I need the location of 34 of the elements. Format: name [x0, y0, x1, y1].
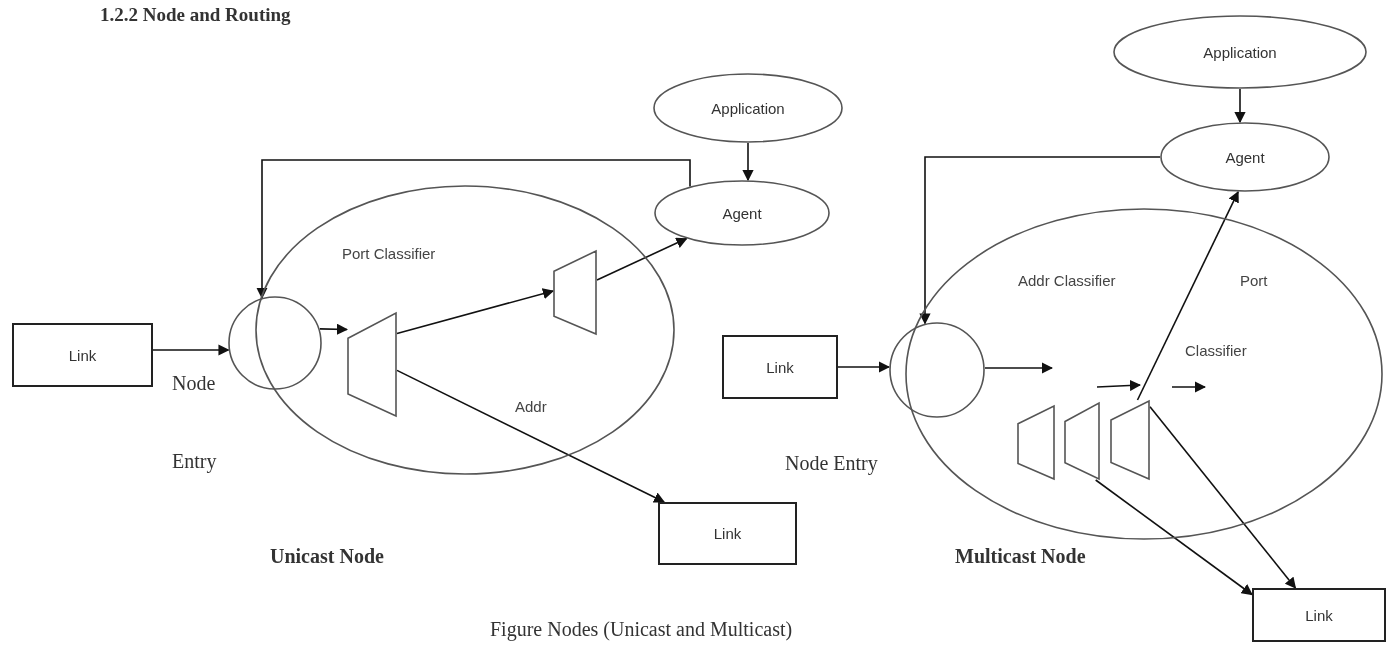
- arrow: [396, 369, 666, 503]
- text-label: Classifier: [1185, 342, 1247, 359]
- text-label: Node Entry: [785, 452, 878, 475]
- text-label: Port Classifier: [342, 245, 436, 262]
- figure-caption: Figure Nodes (Unicast and Multicast): [490, 618, 793, 641]
- node-label: Link: [713, 525, 742, 542]
- node-label: Link: [1305, 606, 1333, 624]
- arrow: [742, 142, 754, 182]
- arrow: [319, 323, 349, 335]
- arrow: [596, 237, 688, 281]
- node-caption: Unicast Node: [270, 545, 384, 568]
- arrow: [256, 159, 691, 299]
- text-label: Entry: [172, 450, 217, 473]
- arrow: [984, 362, 1054, 374]
- node-label: Application: [711, 99, 785, 117]
- node-label: Link: [766, 358, 794, 376]
- arrow: [1234, 88, 1246, 124]
- arrow: [396, 288, 555, 335]
- arrow: [919, 156, 1161, 325]
- section-title: 1.2.2 Node and Routing: [100, 4, 291, 26]
- arrow: [1094, 479, 1253, 596]
- node-caption: Multicast Node: [955, 545, 1086, 568]
- text-label: Port: [1240, 272, 1268, 289]
- arrow: [1149, 405, 1297, 589]
- text-label: Node: [172, 372, 216, 395]
- node-label: Link: [68, 346, 97, 364]
- node-label: Application: [1203, 43, 1277, 61]
- arrow: [1136, 190, 1239, 401]
- node-label: Agent: [1225, 148, 1265, 166]
- node-label: Agent: [722, 204, 762, 222]
- arrow: [837, 361, 891, 373]
- text-label: Addr: [515, 398, 547, 415]
- text-label: Addr Classifier: [1018, 272, 1116, 289]
- arrow: [152, 344, 230, 356]
